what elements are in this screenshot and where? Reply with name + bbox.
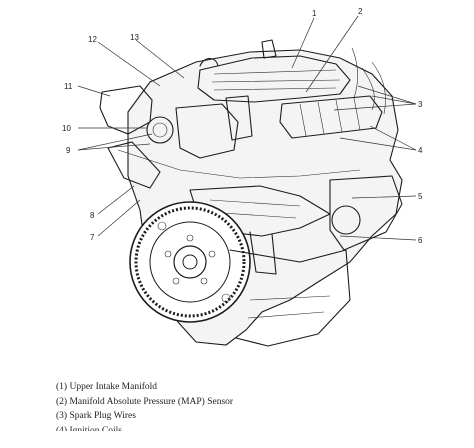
callout-8: 8 xyxy=(90,211,95,220)
callout-1: 1 xyxy=(312,9,317,18)
flywheel xyxy=(129,201,251,323)
callout-4: 4 xyxy=(418,146,423,155)
engine-illustration xyxy=(99,39,403,347)
legend-item: (4) Ignition Coils xyxy=(56,425,122,431)
legend-item: (3) Spark Plug Wires xyxy=(56,411,136,421)
callout-3: 3 xyxy=(418,100,423,109)
callout-7: 7 xyxy=(90,233,95,242)
callouts: 1 2 3 4 5 6 7 8 9 10 11 12 13 xyxy=(62,7,423,245)
callout-11: 11 xyxy=(64,82,73,91)
parts-legend: (1) Upper Intake Manifold (2) Manifold A… xyxy=(56,380,233,431)
callout-6: 6 xyxy=(418,236,423,245)
callout-10: 10 xyxy=(62,124,71,133)
callout-2: 2 xyxy=(358,7,363,16)
callout-12: 12 xyxy=(88,35,97,44)
callout-13: 13 xyxy=(130,33,139,42)
legend-item: (1) Upper Intake Manifold xyxy=(56,382,158,392)
callout-5: 5 xyxy=(418,192,423,201)
leader-lines xyxy=(77,15,417,241)
legend-item: (2) Manifold Absolute Pressure (MAP) Sen… xyxy=(56,396,234,407)
callout-9: 9 xyxy=(66,146,71,155)
